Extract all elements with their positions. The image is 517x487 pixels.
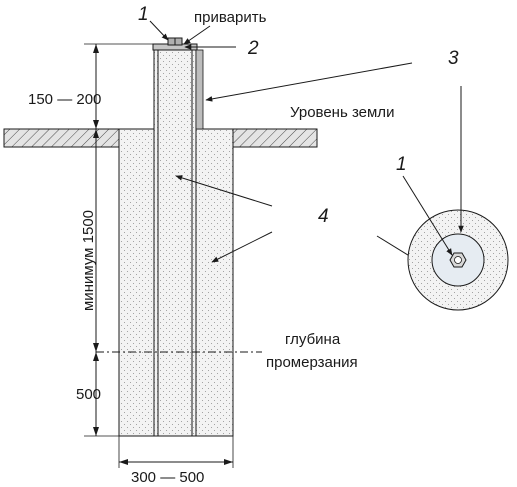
dim-above-ground: 150 — 200 xyxy=(28,91,101,108)
dim-below-freeze: 500 xyxy=(76,386,101,403)
callout-4: 4 xyxy=(318,206,329,227)
dim-min-depth: минимум 1500 xyxy=(80,210,97,311)
callout-3: 3 xyxy=(448,48,459,69)
callout-1-plan: 1 xyxy=(396,154,407,175)
ground-slab-right xyxy=(232,128,318,148)
pile-pipe xyxy=(153,47,197,437)
freeze-depth-label-1: глубина xyxy=(285,331,341,348)
freeze-depth-label-2: промерзания xyxy=(266,354,358,371)
pipe-above-ground-strip xyxy=(195,49,204,130)
ground-level-label: Уровень земли xyxy=(290,104,394,121)
dim-pit-width: 300 — 500 xyxy=(131,469,204,486)
callout-1-top: 1 xyxy=(138,4,149,25)
weld-label: приварить xyxy=(194,9,267,26)
plan-view-section xyxy=(407,209,509,311)
ground-slab-left xyxy=(3,128,120,148)
callout-2: 2 xyxy=(247,38,259,59)
